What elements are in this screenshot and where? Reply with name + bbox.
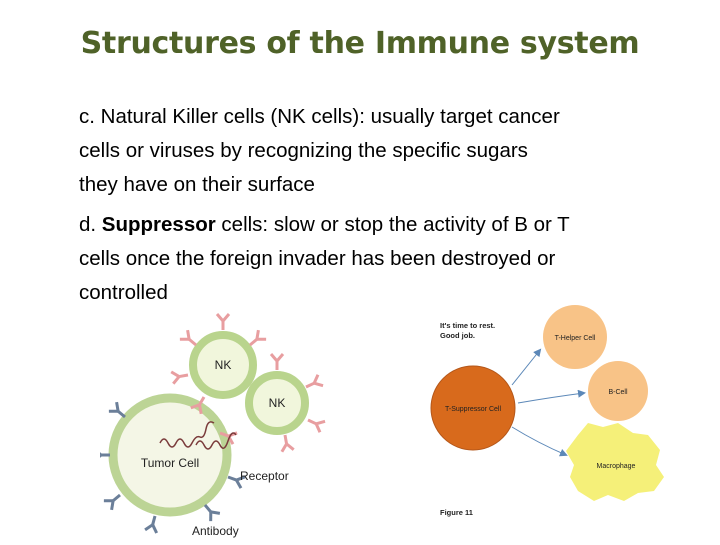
arrow-to-macrophage [511,426,568,457]
receptor-icon [277,432,296,454]
signal-line [159,421,215,448]
nk-label-1: NK [215,358,232,372]
slide-title: Structures of the Immune system [80,26,640,61]
nk-cell-illustration: NK NK Tumor Cell Receptor Antibody [92,305,330,540]
receptor-icon [269,352,285,372]
t-suppressor-cell [430,365,516,451]
arrow-to-t-helper [511,348,542,386]
speech-line-1: It's time to rest. [440,321,495,330]
paragraph-line-rest: cells: slow or stop the activity of B or… [215,213,570,236]
paragraph-line: controlled [79,281,168,304]
paragraph-prefix: d. [79,213,102,236]
t-helper-cell [543,305,607,369]
suppressor-term: Suppressor [101,213,216,236]
paragraph-line: d. Suppressor cells: slow or stop the ac… [79,208,689,242]
nk-cell-2 [245,371,309,435]
t-suppressor-label: T-Suppressor Cell [445,406,501,413]
nk-label-2: NK [269,396,286,410]
macrophage-label: Macrophage [597,463,636,470]
receptor-label: Receptor [240,469,289,483]
b-cell [588,361,648,421]
antibody-label: Antibody [192,524,239,538]
paragraph-line: they have on their surface [79,173,315,196]
receptor-icon [301,373,325,394]
receptor-icon [215,312,231,332]
signal-line [195,432,237,450]
paragraph-line: cells once the foreign invader has been … [79,247,556,270]
paragraph-line: c. Natural Killer cells (NK cells): usua… [79,105,560,128]
arrow-to-b-cell [517,389,586,404]
nk-cell-diagram: NK NK Tumor Cell Receptor Antibody [92,312,327,538]
t-helper-label: T-Helper Cell [555,335,596,342]
macrophage-cell [566,423,664,501]
speech-line-2: Good job. [440,331,475,340]
paragraph-suppressor-cells: d. Suppressor cells: slow or stop the ac… [79,208,689,310]
antibody-icon [143,512,163,535]
tumor-cell [108,393,232,517]
receptor-icon [169,367,191,386]
paragraph-line: cells or viruses by recognizing the spec… [79,139,528,162]
suppressor-cell-diagram: It's time to rest. Good job. T-Helper Ce… [430,305,664,517]
paragraph-nk-cells: c. Natural Killer cells (NK cells): usua… [79,100,689,202]
receptor-icon [303,413,327,434]
suppressor-cell-illustration: It's time to rest. Good job. T-Helper Ce… [428,305,688,525]
antibody-icon [92,447,112,463]
antibody-icon [102,488,126,512]
b-cell-label: B-Cell [608,389,628,396]
nk-cell-1 [189,331,257,399]
figure-caption: Figure 11 [440,508,473,517]
tumor-cell-label: Tumor Cell [141,456,199,470]
